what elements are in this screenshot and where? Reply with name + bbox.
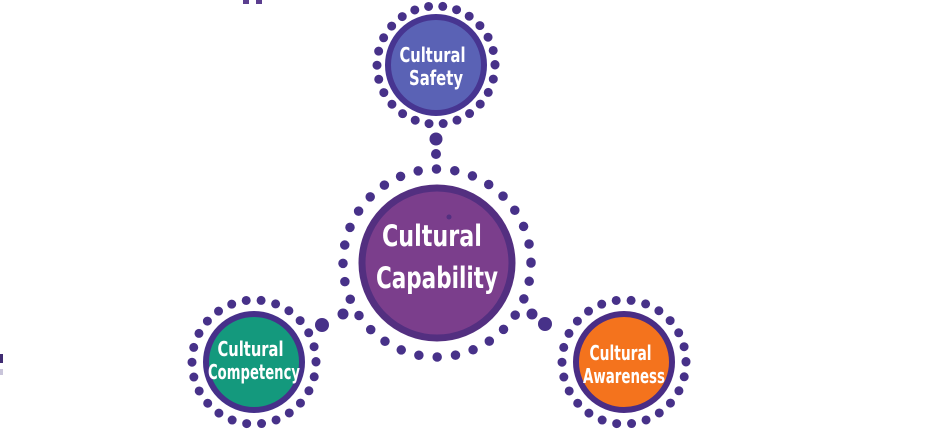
node-label: Cultural Awareness [583, 341, 665, 388]
edge-artifact-top-1 [243, 0, 249, 4]
center-circle-speck [446, 214, 452, 220]
node-cultural-capability: Cultural Capability [338, 164, 536, 362]
node-label-line1: Cultural [218, 337, 284, 361]
dotted-ring [372, 1, 500, 129]
node-label: Cultural Competency [208, 337, 300, 384]
node-label: Cultural Capability [376, 219, 498, 295]
connector-center-bottom-right [526, 308, 552, 331]
connector-center-bottom-left [315, 308, 349, 332]
node-circle [358, 184, 516, 342]
connector-dot [429, 132, 443, 146]
node-cultural-awareness: Cultural Awareness [557, 295, 691, 429]
node-label-line2: Safety [409, 66, 463, 90]
node-cultural-safety: Cultural Safety [372, 1, 500, 129]
node-cultural-competency: Cultural Competency [187, 295, 321, 429]
dotted-ring [557, 295, 691, 429]
node-circle [573, 311, 675, 413]
node-circle [385, 14, 487, 116]
node-label-line1: Cultural [590, 341, 652, 365]
edge-artifact-left-2 [0, 369, 3, 375]
connector-center-top [429, 132, 443, 159]
node-label: Cultural Safety [400, 43, 473, 90]
node-label-line2: Capability [376, 261, 498, 295]
edge-artifact-left-1 [0, 354, 3, 363]
dotted-ring [338, 164, 536, 362]
connector-dot [538, 317, 552, 331]
connector-dot [526, 308, 538, 320]
connector-dot [431, 149, 441, 159]
node-circle [203, 311, 305, 413]
dotted-ring [187, 295, 321, 429]
node-label-line2: Awareness [583, 364, 665, 388]
connector-dot [315, 318, 329, 332]
node-label-line1: Cultural [400, 43, 466, 67]
node-label-line1: Cultural [382, 219, 482, 253]
node-label-line2: Competency [208, 360, 300, 384]
edge-artifact-top-2 [256, 0, 262, 4]
connector-dot [337, 308, 349, 320]
